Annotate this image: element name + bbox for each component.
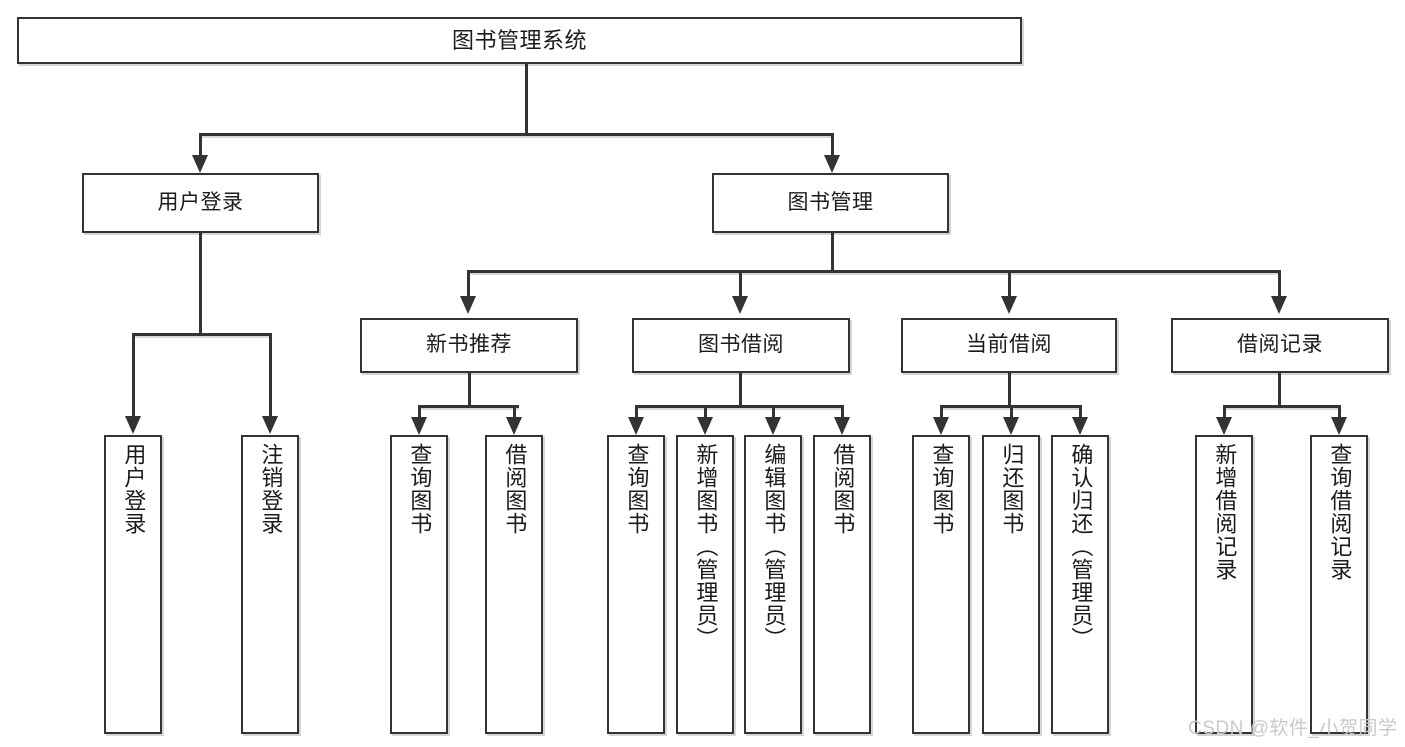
leaf-query-book-new[interactable]: 查询图书	[390, 435, 448, 734]
leaf-query-borrow-record[interactable]: 查询借阅记录	[1310, 435, 1368, 734]
node-book-management[interactable]: 图书管理	[712, 173, 949, 233]
connector-borrow-records-drop-1	[1223, 405, 1226, 419]
connector-user-login-leaf1-drop	[132, 333, 135, 418]
node-label: 借阅图书	[830, 443, 856, 535]
connector-new-books-drop-1	[418, 405, 421, 419]
arrow-to-leaf-user-login	[125, 416, 141, 434]
node-label: 新书推荐	[426, 333, 512, 357]
connector-level3-drop-2	[739, 270, 742, 298]
node-label: 用户登录	[157, 190, 244, 214]
node-label: 注销登录	[258, 443, 284, 535]
node-label: 查询图书	[929, 443, 955, 535]
arrow-to-new-books	[460, 296, 476, 314]
connector-current-borrow-bar	[940, 405, 1079, 408]
connector-current-borrow-drop-3	[1079, 405, 1082, 419]
leaf-return-book[interactable]: 归还图书	[982, 435, 1040, 734]
connector-book-borrow-bar	[635, 405, 841, 408]
arrow-to-borrow-records	[1271, 296, 1287, 314]
node-label: 借阅图书	[502, 443, 528, 535]
connector-user-login-stem	[199, 233, 202, 334]
arrow-to-book-management	[824, 155, 840, 173]
connector-current-borrow-drop-1	[940, 405, 943, 419]
connector-book-borrow-drop-3	[772, 405, 775, 419]
node-label: 图书管理系统	[451, 27, 587, 53]
connector-root-stem	[525, 64, 528, 133]
connector-book-management-stem	[831, 233, 834, 271]
leaf-add-borrow-record[interactable]: 新增借阅记录	[1195, 435, 1253, 734]
connector-new-books-stem	[468, 373, 471, 406]
leaf-user-login[interactable]: 用户登录	[104, 435, 162, 734]
arrow-to-leaf-edit-book	[765, 417, 781, 435]
node-label: 编辑图书（管理员）	[761, 443, 787, 650]
connector-level3-drop-3	[1008, 270, 1011, 298]
node-label: 归还图书	[999, 443, 1025, 535]
leaf-confirm-return-admin[interactable]: 确认归还（管理员）	[1051, 435, 1109, 734]
arrow-to-user-login	[192, 155, 208, 173]
node-label: 图书借阅	[698, 333, 784, 357]
connector-new-books-bar	[418, 405, 519, 408]
arrow-to-current-borrow	[1001, 296, 1017, 314]
arrow-to-leaf-logout	[262, 416, 278, 434]
connector-level1-left-drop	[199, 133, 202, 157]
connector-book-borrow-drop-4	[841, 405, 844, 419]
connector-current-borrow-drop-2	[1010, 405, 1013, 419]
node-new-book-recommend[interactable]: 新书推荐	[360, 318, 578, 373]
leaf-edit-book-admin[interactable]: 编辑图书（管理员）	[744, 435, 802, 734]
node-label: 图书管理	[787, 190, 874, 214]
node-label: 确认归还（管理员）	[1068, 443, 1094, 650]
arrow-to-leaf-borrow-book-b	[834, 417, 850, 435]
node-label: 当前借阅	[966, 333, 1052, 357]
connector-level1-right-drop	[831, 133, 834, 157]
leaf-logout[interactable]: 注销登录	[241, 435, 299, 734]
arrow-to-leaf-query-book-c	[933, 417, 949, 435]
leaf-add-book-admin[interactable]: 新增图书（管理员）	[676, 435, 734, 734]
node-label: 查询图书	[407, 443, 433, 535]
arrow-to-leaf-query-book-a	[411, 417, 427, 435]
connector-level1-bar	[199, 133, 831, 136]
node-user-login[interactable]: 用户登录	[82, 173, 319, 233]
node-label: 查询图书	[624, 443, 650, 535]
node-label: 新增图书（管理员）	[693, 443, 719, 650]
arrow-to-leaf-query-record	[1331, 417, 1347, 435]
connector-book-borrow-drop-2	[704, 405, 707, 419]
csdn-watermark: CSDN @软件_小贺同学	[1188, 718, 1398, 739]
node-label: 借阅记录	[1237, 333, 1323, 357]
node-label: 查询借阅记录	[1327, 443, 1353, 581]
arrow-to-leaf-add-book	[697, 417, 713, 435]
node-label: 用户登录	[121, 443, 147, 535]
leaf-query-book-current[interactable]: 查询图书	[912, 435, 970, 734]
node-book-borrow[interactable]: 图书借阅	[632, 318, 850, 373]
arrow-to-leaf-query-book-b	[628, 417, 644, 435]
connector-level3-drop-1	[467, 270, 470, 298]
leaf-query-book-borrow[interactable]: 查询图书	[607, 435, 665, 734]
arrow-to-book-borrow	[732, 296, 748, 314]
connector-borrow-records-drop-2	[1338, 405, 1341, 419]
arrow-to-leaf-return-book	[1003, 417, 1019, 435]
node-borrow-records[interactable]: 借阅记录	[1171, 318, 1389, 373]
connector-borrow-records-stem	[1278, 373, 1281, 406]
connector-level3-drop-4	[1278, 270, 1281, 298]
connector-level3-bar	[467, 270, 1278, 273]
arrow-to-leaf-confirm-return	[1072, 417, 1088, 435]
leaf-borrow-book[interactable]: 借阅图书	[813, 435, 871, 734]
connector-user-login-leaf2-drop	[269, 333, 272, 418]
connector-current-borrow-stem	[1008, 373, 1011, 406]
arrow-to-leaf-add-record	[1216, 417, 1232, 435]
connector-new-books-drop-2	[513, 405, 516, 419]
node-current-borrow[interactable]: 当前借阅	[901, 318, 1117, 373]
connector-user-login-bar	[132, 333, 269, 336]
node-label: 新增借阅记录	[1212, 443, 1238, 581]
leaf-borrow-book-new[interactable]: 借阅图书	[485, 435, 543, 734]
connector-book-borrow-drop-1	[635, 405, 638, 419]
arrow-to-leaf-borrow-book-a	[506, 417, 522, 435]
connector-book-borrow-stem	[739, 373, 742, 406]
node-root-system[interactable]: 图书管理系统	[17, 17, 1022, 64]
connector-borrow-records-bar	[1223, 405, 1339, 408]
